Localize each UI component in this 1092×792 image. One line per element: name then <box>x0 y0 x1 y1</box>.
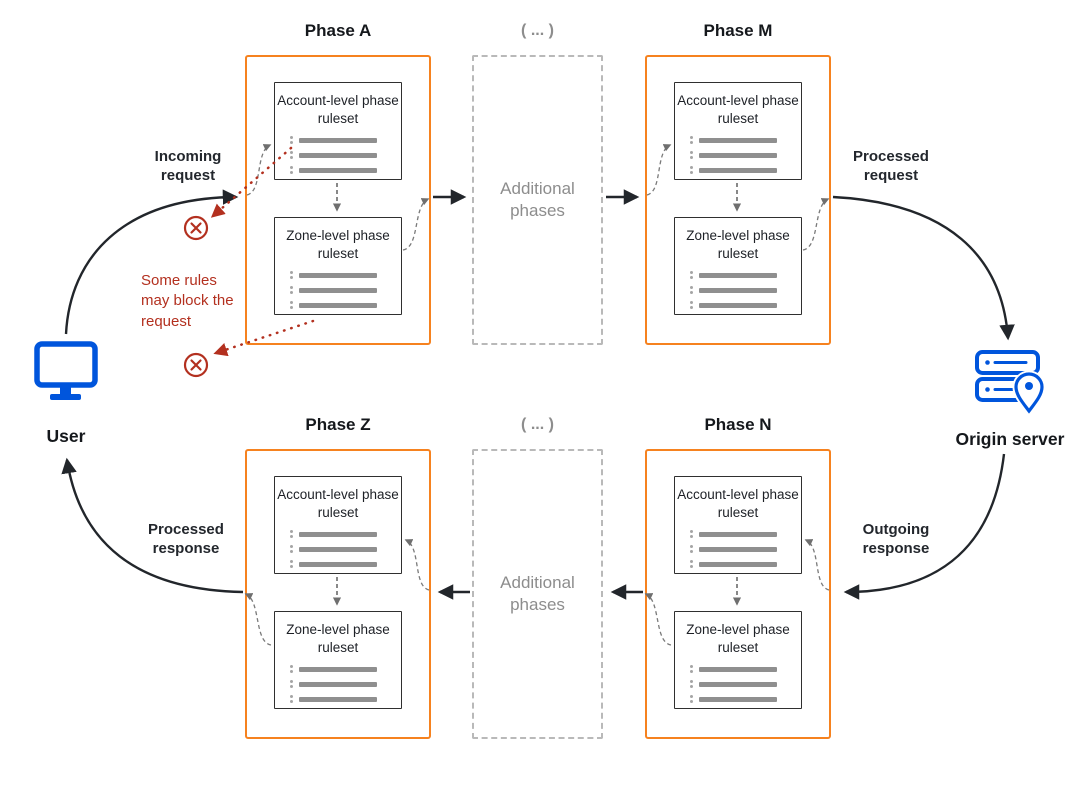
rule-bar <box>290 166 401 175</box>
rule-lines <box>290 665 401 704</box>
rule-bar <box>690 665 801 674</box>
rule-bar <box>690 695 801 704</box>
phase-a-account-ruleset: Account-level phase ruleset <box>274 82 402 180</box>
rule-bar <box>290 136 401 145</box>
additional-phases-bottom: Additional phases <box>472 449 603 739</box>
rule-lines <box>690 665 801 704</box>
phase-z-zone-ruleset: Zone-level phase ruleset <box>274 611 402 709</box>
blocked-icon <box>183 215 209 241</box>
rule-bar <box>290 286 401 295</box>
phase-m-box: Account-level phase ruleset Zone-level p… <box>645 55 831 345</box>
processed-request-label: Processed request <box>853 148 929 184</box>
location-pin-icon <box>1014 372 1044 414</box>
phase-z-account-ruleset: Account-level phase ruleset <box>274 476 402 574</box>
rule-bar <box>290 301 401 310</box>
rule-bar <box>690 271 801 280</box>
phase-m-account-ruleset: Account-level phase ruleset <box>674 82 802 180</box>
ruleset-label: Zone-level phase ruleset <box>686 622 790 655</box>
phase-a-box: Account-level phase ruleset Zone-level p… <box>245 55 431 345</box>
rule-bar <box>690 530 801 539</box>
rule-bar <box>290 271 401 280</box>
phase-z-title: Phase Z <box>305 415 371 434</box>
rule-lines <box>690 136 801 175</box>
phase-n-title: Phase N <box>704 415 772 434</box>
outgoing-response-label: Outgoing response <box>862 521 930 557</box>
ruleset-label: Zone-level phase ruleset <box>286 228 390 261</box>
phase-m-title: Phase M <box>703 21 773 40</box>
phase-n-account-ruleset: Account-level phase ruleset <box>674 476 802 574</box>
rule-bar <box>290 560 401 569</box>
arrow-phase-m-to-origin <box>832 195 1015 341</box>
rule-bar <box>290 665 401 674</box>
block-note: Some rules may block the request <box>141 272 234 330</box>
rule-bar <box>690 151 801 160</box>
ruleset-label: Account-level phase ruleset <box>277 93 399 126</box>
user-label: User <box>46 426 86 446</box>
rule-bar <box>290 530 401 539</box>
phase-z-box: Account-level phase ruleset Zone-level p… <box>245 449 431 739</box>
phase-a-zone-ruleset: Zone-level phase ruleset <box>274 217 402 315</box>
rule-bar <box>290 151 401 160</box>
incoming-request-label: Incoming request <box>154 148 222 184</box>
rule-bar <box>690 136 801 145</box>
origin-server-icon <box>975 350 1046 417</box>
rule-bar <box>690 166 801 175</box>
rule-bar <box>690 301 801 310</box>
origin-server-label: Origin server <box>955 429 1065 449</box>
rule-lines <box>290 530 401 569</box>
blocked-icon <box>183 352 209 378</box>
ruleset-label: Account-level phase ruleset <box>677 487 799 520</box>
rule-bar <box>290 695 401 704</box>
ruleset-label: Zone-level phase ruleset <box>286 622 390 655</box>
ellipsis-header-top: ( ... ) <box>521 22 554 39</box>
additional-phases-label: Additional phases <box>500 572 575 614</box>
ruleset-label: Account-level phase ruleset <box>677 93 799 126</box>
rule-lines <box>690 530 801 569</box>
phase-n-zone-ruleset: Zone-level phase ruleset <box>674 611 802 709</box>
rule-bar <box>690 680 801 689</box>
phase-a-title: Phase A <box>304 21 372 40</box>
rule-lines <box>290 271 401 310</box>
processed-response-label: Processed response <box>148 521 224 557</box>
rule-bar <box>290 680 401 689</box>
rule-lines <box>290 136 401 175</box>
rule-bar <box>690 286 801 295</box>
user-monitor-icon <box>34 341 98 400</box>
rule-bar <box>690 545 801 554</box>
ellipsis-header-bottom: ( ... ) <box>521 416 554 433</box>
rule-bar <box>690 560 801 569</box>
ruleset-label: Account-level phase ruleset <box>277 487 399 520</box>
additional-phases-top: Additional phases <box>472 55 603 345</box>
rule-lines <box>690 271 801 310</box>
phase-m-zone-ruleset: Zone-level phase ruleset <box>674 217 802 315</box>
ruleset-label: Zone-level phase ruleset <box>686 228 790 261</box>
additional-phases-label: Additional phases <box>500 178 575 220</box>
rule-bar <box>290 545 401 554</box>
phase-n-box: Account-level phase ruleset Zone-level p… <box>645 449 831 739</box>
